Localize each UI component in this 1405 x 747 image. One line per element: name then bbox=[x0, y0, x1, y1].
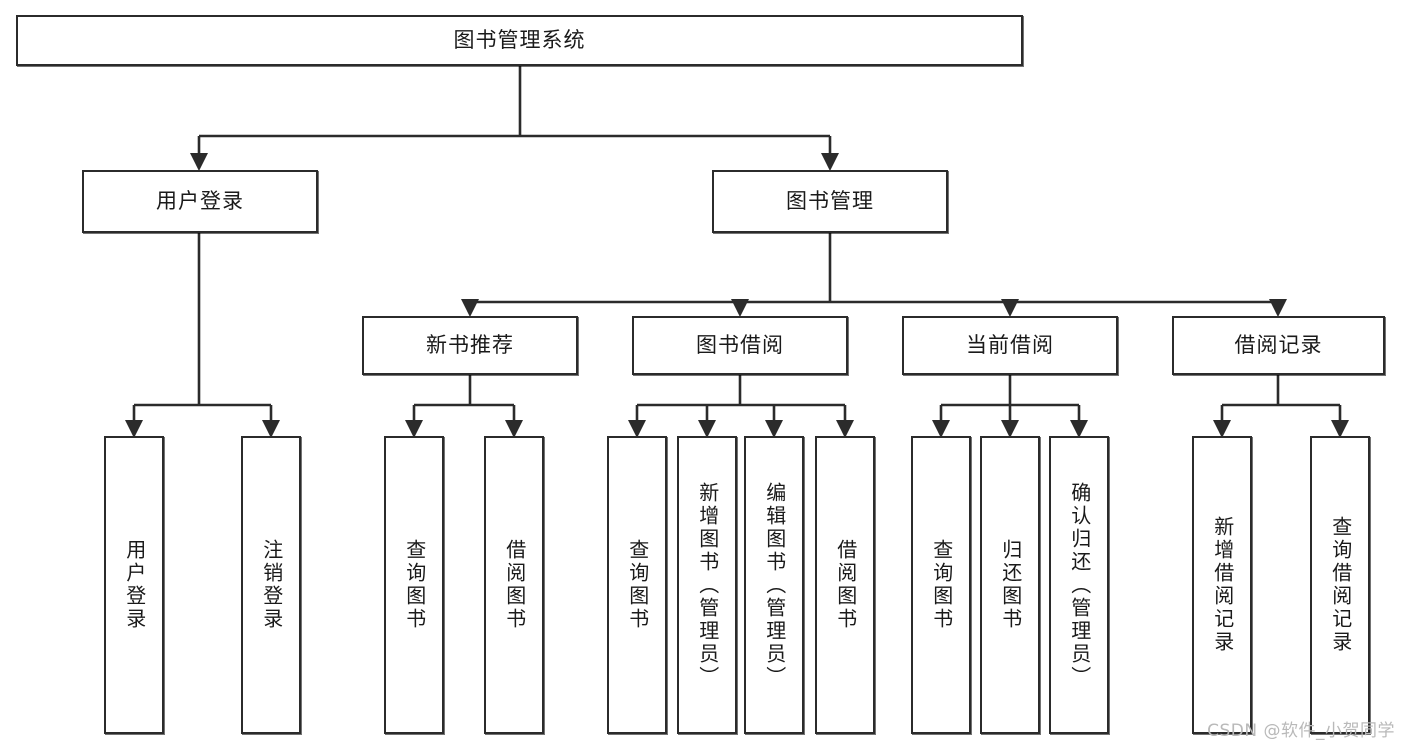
leaf-record-add-borrow-record-label: 新增借阅记录 bbox=[1210, 516, 1235, 654]
node-borrow-record-label: 借阅记录 bbox=[1234, 332, 1323, 357]
leaf-record-query-borrow-record-label: 查询借阅记录 bbox=[1328, 516, 1353, 654]
leaf-current-query-book-label: 查询图书 bbox=[929, 539, 954, 631]
leaf-user-logout-label: 注销登录 bbox=[259, 539, 284, 631]
node-book-borrow-label: 图书借阅 bbox=[696, 332, 784, 357]
leaf-current-confirm-return-admin[interactable]: 确认归还（管理员） bbox=[1049, 436, 1109, 734]
node-root-label: 图书管理系统 bbox=[453, 27, 586, 52]
node-user-login[interactable]: 用户登录 bbox=[82, 170, 318, 233]
leaf-borrow-query-book[interactable]: 查询图书 bbox=[607, 436, 667, 734]
node-current-borrow-label: 当前借阅 bbox=[966, 332, 1054, 357]
leaf-borrow-lend-book-label: 借阅图书 bbox=[833, 539, 858, 631]
leaf-borrow-query-book-label: 查询图书 bbox=[625, 539, 650, 631]
leaf-borrow-edit-book-admin[interactable]: 编辑图书（管理员） bbox=[744, 436, 804, 734]
leaf-borrow-lend-book[interactable]: 借阅图书 bbox=[815, 436, 875, 734]
leaf-borrow-add-book-admin-label: 新增图书（管理员） bbox=[695, 481, 720, 689]
leaf-recommend-query-book-label: 查询图书 bbox=[402, 539, 427, 631]
leaf-user-logout[interactable]: 注销登录 bbox=[241, 436, 301, 734]
node-book-borrow[interactable]: 图书借阅 bbox=[632, 316, 848, 375]
leaf-borrow-edit-book-admin-label: 编辑图书（管理员） bbox=[762, 481, 787, 689]
node-new-book-recommend[interactable]: 新书推荐 bbox=[362, 316, 578, 375]
watermark-text: CSDN @软件_小贺同学 bbox=[1207, 721, 1395, 741]
leaf-current-query-book[interactable]: 查询图书 bbox=[911, 436, 971, 734]
node-borrow-record[interactable]: 借阅记录 bbox=[1172, 316, 1385, 375]
node-new-book-recommend-label: 新书推荐 bbox=[426, 332, 514, 357]
node-current-borrow[interactable]: 当前借阅 bbox=[902, 316, 1118, 375]
node-book-management-label: 图书管理 bbox=[786, 188, 874, 213]
node-book-management[interactable]: 图书管理 bbox=[712, 170, 948, 233]
node-root-book-management-system[interactable]: 图书管理系统 bbox=[16, 15, 1023, 66]
leaf-recommend-query-book[interactable]: 查询图书 bbox=[384, 436, 444, 734]
leaf-recommend-borrow-book[interactable]: 借阅图书 bbox=[484, 436, 544, 734]
leaf-record-query-borrow-record[interactable]: 查询借阅记录 bbox=[1310, 436, 1370, 734]
leaf-current-return-book-label: 归还图书 bbox=[998, 539, 1023, 631]
leaf-recommend-borrow-book-label: 借阅图书 bbox=[502, 539, 527, 631]
leaf-record-add-borrow-record[interactable]: 新增借阅记录 bbox=[1192, 436, 1252, 734]
leaf-current-confirm-return-admin-label: 确认归还（管理员） bbox=[1067, 481, 1092, 689]
node-user-login-label: 用户登录 bbox=[156, 188, 244, 213]
leaf-borrow-add-book-admin[interactable]: 新增图书（管理员） bbox=[677, 436, 737, 734]
leaf-current-return-book[interactable]: 归还图书 bbox=[980, 436, 1040, 734]
leaf-user-login-label: 用户登录 bbox=[122, 539, 147, 631]
leaf-user-login[interactable]: 用户登录 bbox=[104, 436, 164, 734]
